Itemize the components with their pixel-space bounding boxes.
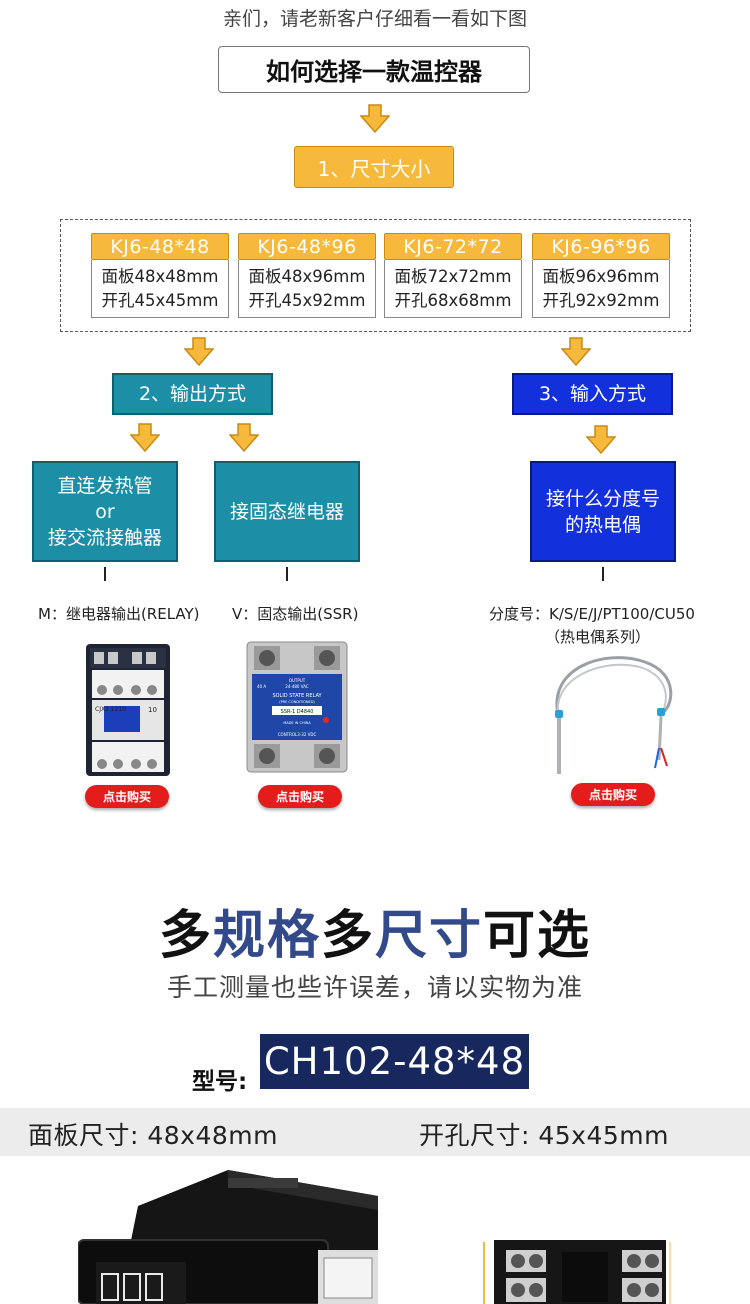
ssr-made-text: MADE IN CHINA [283, 721, 311, 725]
down-arrow-icon [184, 337, 214, 367]
panel-size: 面板72x72mm [394, 266, 512, 286]
hole-size: 开孔45x45mm [101, 290, 219, 310]
ssr-control-text: CONTROL3-32 VDC [278, 732, 317, 737]
hole-size: 开孔68x68mm [394, 290, 512, 310]
model-card-48x48[interactable]: KJ6-48*48 面板48x48mm 开孔45x45mm [91, 233, 229, 318]
hole-size: 开孔92x92mm [542, 290, 660, 310]
option-line: or [95, 500, 115, 523]
model-prefix: 型号: [192, 1069, 248, 1095]
option-line: 直连发热管 [57, 474, 153, 497]
ssr-pre-text: (PRE CONDITIONED) [279, 700, 315, 704]
ssr-image: OUTPUT 24-480 VAC 40 A SOLID STATE RELAY… [246, 641, 348, 773]
panel-size: 面板48x96mm [248, 266, 366, 286]
buy-relay-button[interactable]: 点击购买 [85, 785, 169, 808]
ssr-model-text: SSR-1 D4840 [281, 709, 314, 715]
output-option-direct: 直连发热管 or 接交流接触器 [32, 461, 178, 562]
model-name: KJ6-96*96 [532, 233, 670, 260]
model-name: KJ6-48*48 [91, 233, 229, 260]
hole-size-label: 开孔尺寸: 45x45mm [419, 1121, 669, 1150]
option-line: 的热电偶 [564, 513, 641, 536]
headline: 多规格多尺寸可选 [0, 893, 750, 968]
model-card-72x72[interactable]: KJ6-72*72 面板72x72mm 开孔68x68mm [384, 233, 522, 318]
option-line: 接交流接触器 [47, 526, 162, 549]
model-name: KJ6-72*72 [384, 233, 522, 260]
step-output-box: 2、输出方式 [112, 373, 273, 415]
down-arrow-icon [561, 337, 591, 367]
thermocouple-image [555, 656, 673, 774]
caption-sensor-series: （热电偶系列） [545, 628, 651, 646]
contactor-image: CJX2 1210 10 [86, 644, 170, 776]
subtitle: 手工测量也些许误差，请以实物为准 [166, 973, 583, 1002]
panel-size-label: 面板尺寸: 48x48mm [28, 1121, 278, 1150]
buy-ssr-button[interactable]: 点击购买 [258, 785, 342, 808]
option-line: 接什么分度号 [545, 487, 660, 510]
ssr-output-text: OUTPUT [289, 678, 306, 683]
down-arrow-icon [586, 425, 616, 455]
headline-part: 可选 [483, 906, 592, 966]
panel-size: 面板96x96mm [542, 266, 660, 286]
headline-part: 规格 [212, 906, 321, 966]
headline-part: 多 [158, 906, 213, 966]
main-title: 如何选择一款温控器 [218, 46, 530, 93]
model-card-48x96[interactable]: KJ6-48*96 面板48x96mm 开孔45x92mm [238, 233, 376, 318]
contactor-num-text: 10 [148, 706, 157, 714]
ssr-name-text: SOLID STATE RELAY [272, 693, 322, 699]
ssr-amp-text: 40 A [257, 684, 266, 689]
model-card-96x96[interactable]: KJ6-96*96 面板96x96mm 开孔92x92mm [532, 233, 670, 318]
step-size-box: 1、尺寸大小 [294, 146, 454, 188]
connector-line [104, 567, 106, 581]
model-value: CH102-48*48 [260, 1034, 529, 1089]
size-band: 面板尺寸: 48x48mm 开孔尺寸: 45x45mm [0, 1108, 750, 1156]
connector-line [286, 567, 288, 581]
buy-sensor-button[interactable]: 点击购买 [571, 783, 655, 806]
panel-size: 面板48x48mm [101, 266, 219, 286]
caption-relay: M：继电器输出(RELAY) [38, 605, 200, 623]
model-frame [60, 219, 691, 332]
down-arrow-icon [360, 104, 390, 134]
down-arrow-icon [130, 423, 160, 453]
headline-part: 多 [320, 906, 375, 966]
down-arrow-icon [229, 423, 259, 453]
output-option-ssr: 接固态继电器 [214, 461, 360, 562]
caption-ssr: V：固态输出(SSR) [232, 605, 359, 623]
controller-front-image [78, 1170, 378, 1304]
model-name: KJ6-48*96 [238, 233, 376, 260]
controller-back-image [483, 1240, 671, 1304]
input-option-thermocouple: 接什么分度号 的热电偶 [530, 461, 676, 562]
step-input-box: 3、输入方式 [512, 373, 673, 415]
connector-line [602, 567, 604, 581]
caption-sensor: 分度号：K/S/E/J/PT100/CU50 [489, 605, 695, 623]
contactor-model-text: CJX2 1210 [95, 706, 126, 713]
hole-size: 开孔45x92mm [248, 290, 366, 310]
headline-part: 尺寸 [375, 906, 484, 966]
intro-text: 亲们，请老新客户仔细看一看如下图 [222, 8, 527, 30]
ssr-voltage-text: 24-480 VAC [285, 684, 309, 689]
